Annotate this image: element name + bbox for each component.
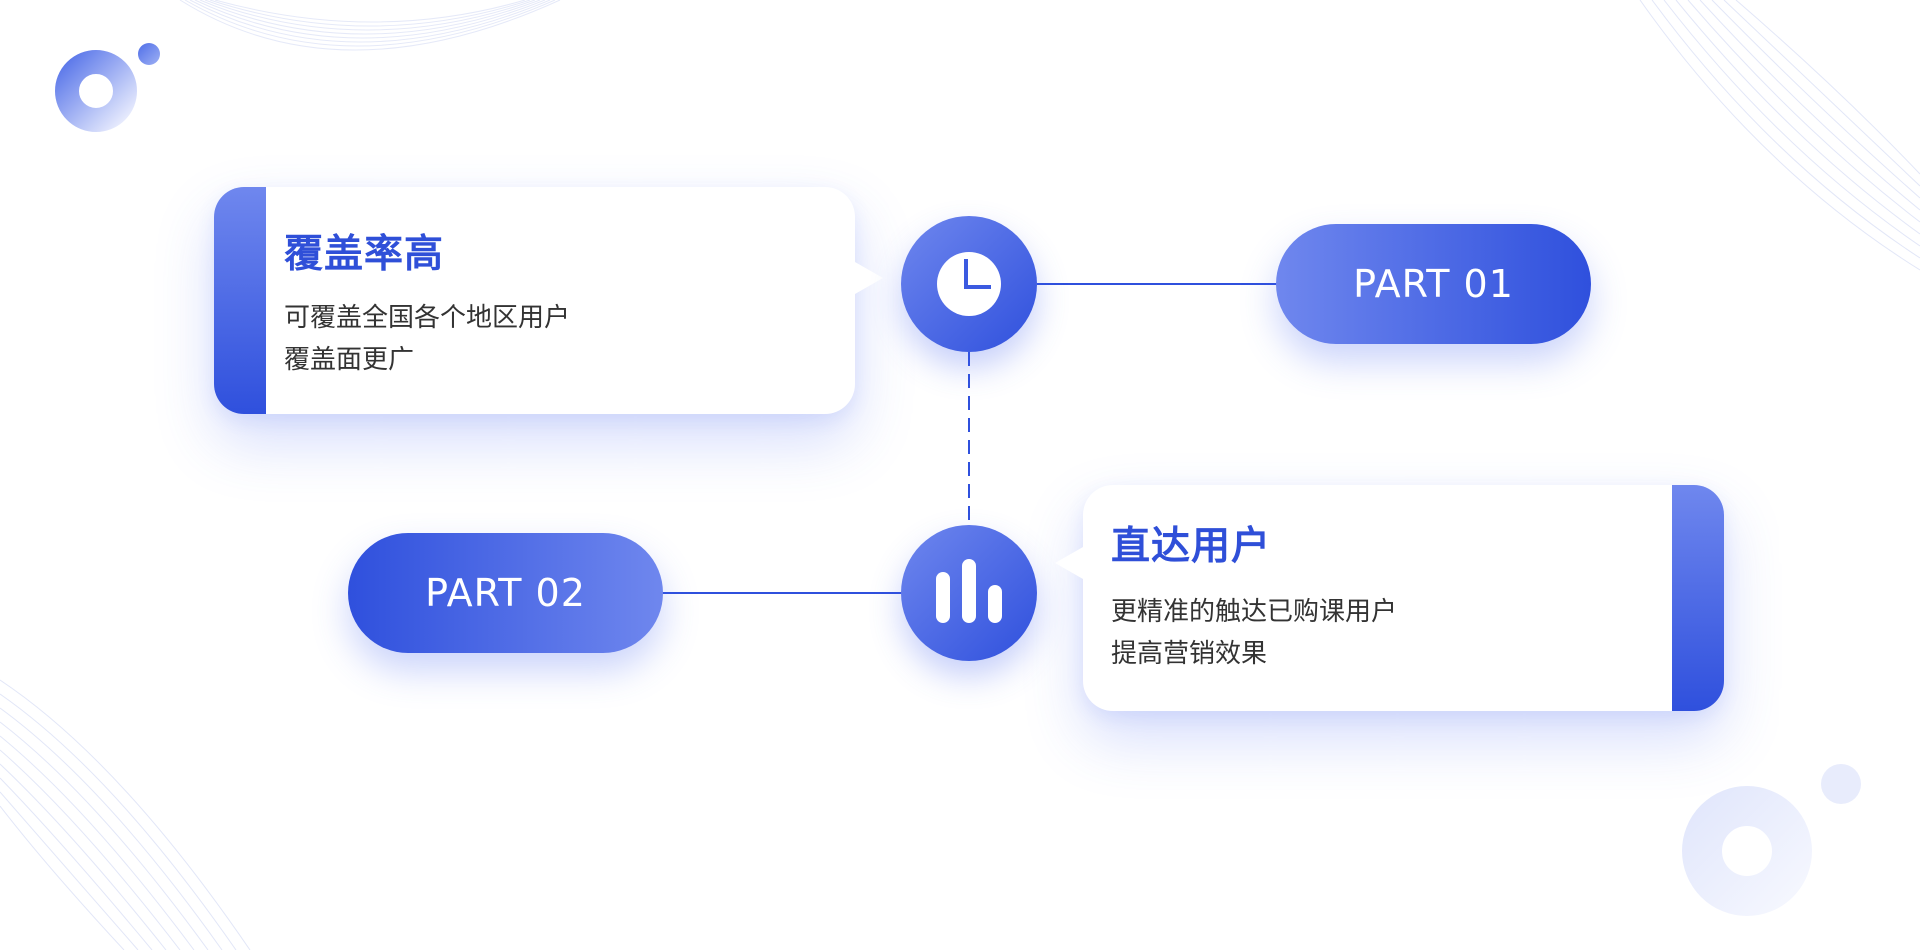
- card-text-line: 提高营销效果: [1111, 639, 1268, 669]
- card-accent-strip: [214, 187, 266, 414]
- card-title: 覆盖率高: [284, 232, 445, 277]
- dot-decoration-bottom-right: [1821, 764, 1861, 804]
- card-text-line: 更精准的触达已购课用户: [1111, 597, 1398, 627]
- card-title: 直达用户: [1111, 524, 1272, 569]
- card-text-line: 可覆盖全国各个地区用户: [284, 303, 571, 333]
- wave-lines-top: [179, 0, 561, 51]
- card-pointer: [855, 262, 883, 294]
- info-card-1: 覆盖率高 可覆盖全国各个地区用户 覆盖面更广: [214, 187, 883, 414]
- card-text-line: 覆盖面更广: [284, 345, 415, 375]
- dot-decoration-top-left: [138, 43, 160, 65]
- card-pointer: [1055, 547, 1083, 579]
- bar-chart-icon: [936, 559, 1002, 623]
- info-card-2: 直达用户 更精准的触达已购课用户 提高营销效果: [1055, 485, 1724, 711]
- ring-decoration-bottom-right: [1682, 786, 1812, 916]
- clock-icon: [937, 252, 1001, 316]
- part-label-pill-02: PART 02: [348, 533, 663, 653]
- ring-decoration-top-left: [55, 50, 137, 132]
- timeline-node-1: [901, 216, 1037, 352]
- timeline-node-2: [901, 525, 1037, 661]
- wave-lines-bottom-left: [0, 679, 251, 950]
- part-label-pill-01: PART 01: [1276, 224, 1591, 344]
- wave-lines-top-right: [1639, 0, 1920, 271]
- card-accent-strip: [1672, 485, 1724, 711]
